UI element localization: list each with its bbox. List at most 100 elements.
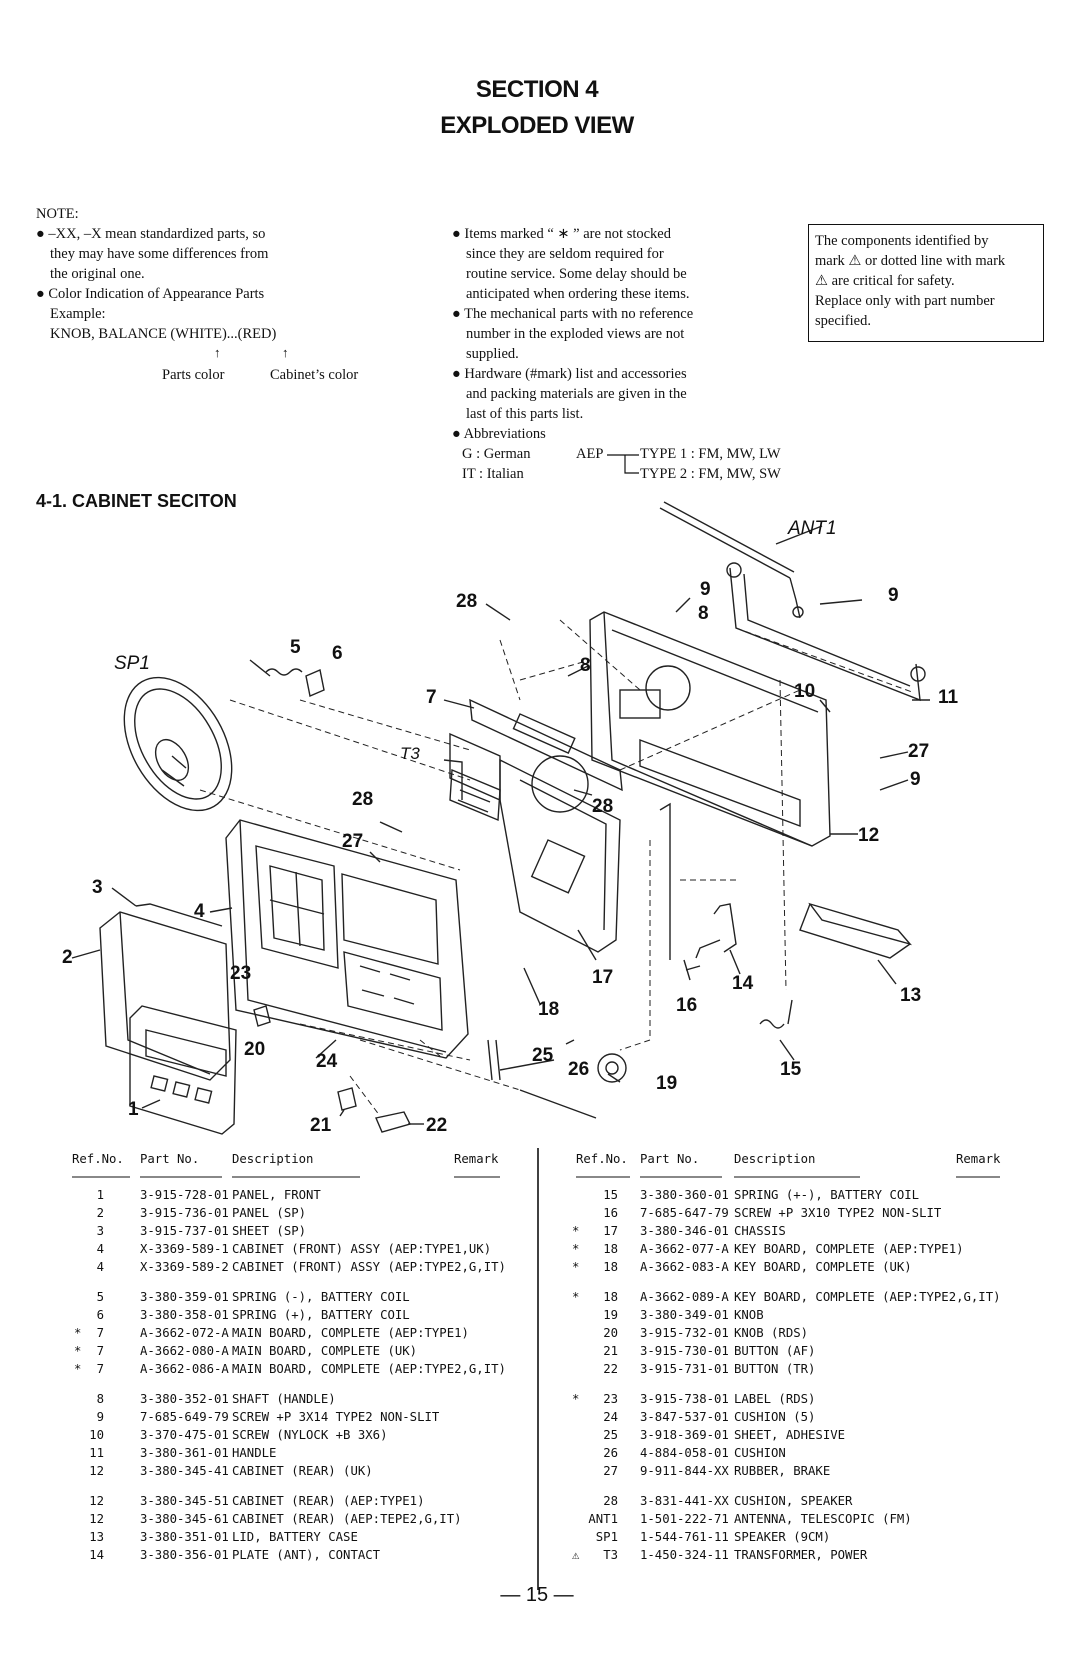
label-27: 27 [342,831,364,852]
row-description: SCREW +P 3X10 TYPE2 NON-SLIT [734,1206,942,1220]
label-11: 11 [938,687,959,708]
label-18: 18 [538,999,560,1020]
safety-text: Replace only with part number [815,293,995,309]
row-part-number: 3-847-537-01 [640,1410,729,1424]
row-ref: 19 [603,1308,618,1322]
label-10: 10 [794,681,816,702]
row-ref: 23 [603,1392,618,1406]
small-parts [253,902,913,1133]
row-ref: 27 [603,1464,618,1478]
note-text: ● The mechanical parts with no reference [452,306,694,322]
row-ref: 8 [96,1392,104,1406]
bracket-icon [607,454,639,474]
label-15: 15 [780,1059,802,1080]
label-19: 19 [656,1073,678,1094]
row-part-number: A-3662-080-A [140,1344,229,1358]
row-part-number: 3-380-359-01 [140,1290,229,1304]
row-part-number: A-3662-083-A [640,1260,729,1274]
row-ref: 7 [96,1362,104,1376]
col-header-part: Part No. [140,1152,200,1166]
row-part-number: X-3369-589-2 [140,1260,229,1274]
row-ref: 12 [89,1494,104,1508]
col-header-description: Description [734,1152,816,1166]
row-ref: 7 [96,1344,104,1358]
row-description: SPRING (+-), BATTERY COIL [734,1188,920,1202]
row-description: CABINET (FRONT) ASSY (AEP:TYPE2,G,IT) [232,1260,506,1274]
arrow-up-icon: ↑ [282,345,289,360]
row-ref: 18 [603,1242,618,1256]
row-description: SHAFT (HANDLE) [232,1392,336,1406]
label-9: 9 [700,579,711,600]
note-text: anticipated when ordering these items. [466,286,690,302]
row-description: SHEET, ADHESIVE [734,1428,846,1442]
label-20: 20 [244,1039,266,1060]
leader-lines [71,525,930,1125]
label-6: 6 [332,643,343,664]
row-part-number: 7-685-647-79 [640,1206,729,1220]
row-part-number: 3-915-732-01 [640,1326,729,1340]
row-ref: 18 [603,1290,618,1304]
battery-spring-part [249,659,325,697]
antenna-part [659,501,804,619]
row-ref: 2 [96,1206,104,1220]
row-part-number: 9-911-844-XX [640,1464,729,1478]
safety-text: mark ⚠ or dotted line with mark [815,253,1006,269]
row-part-number: 3-918-369-01 [640,1428,729,1442]
note-text: ● Hardware (#mark) list and accessories [452,366,687,382]
label-23: 23 [230,963,252,984]
label-3: 3 [92,877,103,898]
note-text: Example: [50,306,106,322]
row-description: LABEL (RDS) [734,1392,816,1406]
row-part-number: 3-380-352-01 [140,1392,229,1406]
row-part-number: 3-915-736-01 [140,1206,229,1220]
row-mark: * [572,1242,580,1256]
row-description: CABINET (FRONT) ASSY (AEP:TYPE1,UK) [232,1242,492,1256]
row-ref: 20 [603,1326,618,1340]
label-27: 27 [908,741,930,762]
row-description: CUSHION (5) [734,1410,816,1424]
row-description: PANEL (SP) [232,1206,307,1220]
col-header-description: Description [232,1152,314,1166]
rear-cabinet-part [589,611,831,847]
row-description: SCREW +P 3X14 TYPE2 NON-SLIT [232,1410,440,1424]
note-text: the original one. [50,266,145,282]
label-22: 22 [426,1115,448,1136]
row-description: BUTTON (TR) [734,1362,816,1376]
row-description: KNOB (RDS) [734,1326,809,1340]
label-sp1: SP1 [114,653,150,674]
note-text: ● Abbreviations [452,426,546,442]
row-description: SPEAKER (9CM) [734,1530,831,1544]
row-ref: 18 [603,1260,618,1274]
row-description: MAIN BOARD, COMPLETE (UK) [232,1344,418,1358]
row-ref: 21 [603,1344,618,1358]
row-part-number: 3-915-738-01 [640,1392,729,1406]
row-ref: 17 [603,1224,618,1238]
col-header-part: Part No. [640,1152,700,1166]
row-mark: * [74,1362,82,1376]
row-description: BUTTON (AF) [734,1344,816,1358]
note-text: supplied. [466,346,519,362]
speaker-panel-part [99,903,231,1081]
page-title: EXPLODED VIEW [440,112,634,139]
row-description: SHEET (SP) [232,1224,307,1238]
note-text: they may have some differences from [50,246,269,262]
row-part-number: 1-501-222-71 [640,1512,729,1526]
row-part-number: 3-380-351-01 [140,1530,229,1544]
row-part-number: 7-685-649-79 [140,1410,229,1424]
col-header-remark: Remark [956,1152,1001,1166]
row-ref: 5 [96,1290,104,1304]
row-ref: 4 [96,1242,104,1256]
row-part-number: 1-450-324-11 [640,1548,729,1562]
row-ref: 1 [96,1188,104,1202]
label-24: 24 [316,1051,338,1072]
label-12: 12 [858,825,880,846]
chassis-part [499,758,671,960]
row-ref: 12 [89,1464,104,1478]
row-part-number: 1-544-761-11 [640,1530,729,1544]
label-5: 5 [290,637,301,658]
transformer-part [449,768,501,822]
row-part-number: A-3662-072-A [140,1326,229,1340]
col-header-ref: Ref.No. [72,1152,124,1166]
row-part-number: 3-915-731-01 [640,1362,729,1376]
row-description: CABINET (REAR) (AEP:TEPE2,G,IT) [232,1512,462,1526]
